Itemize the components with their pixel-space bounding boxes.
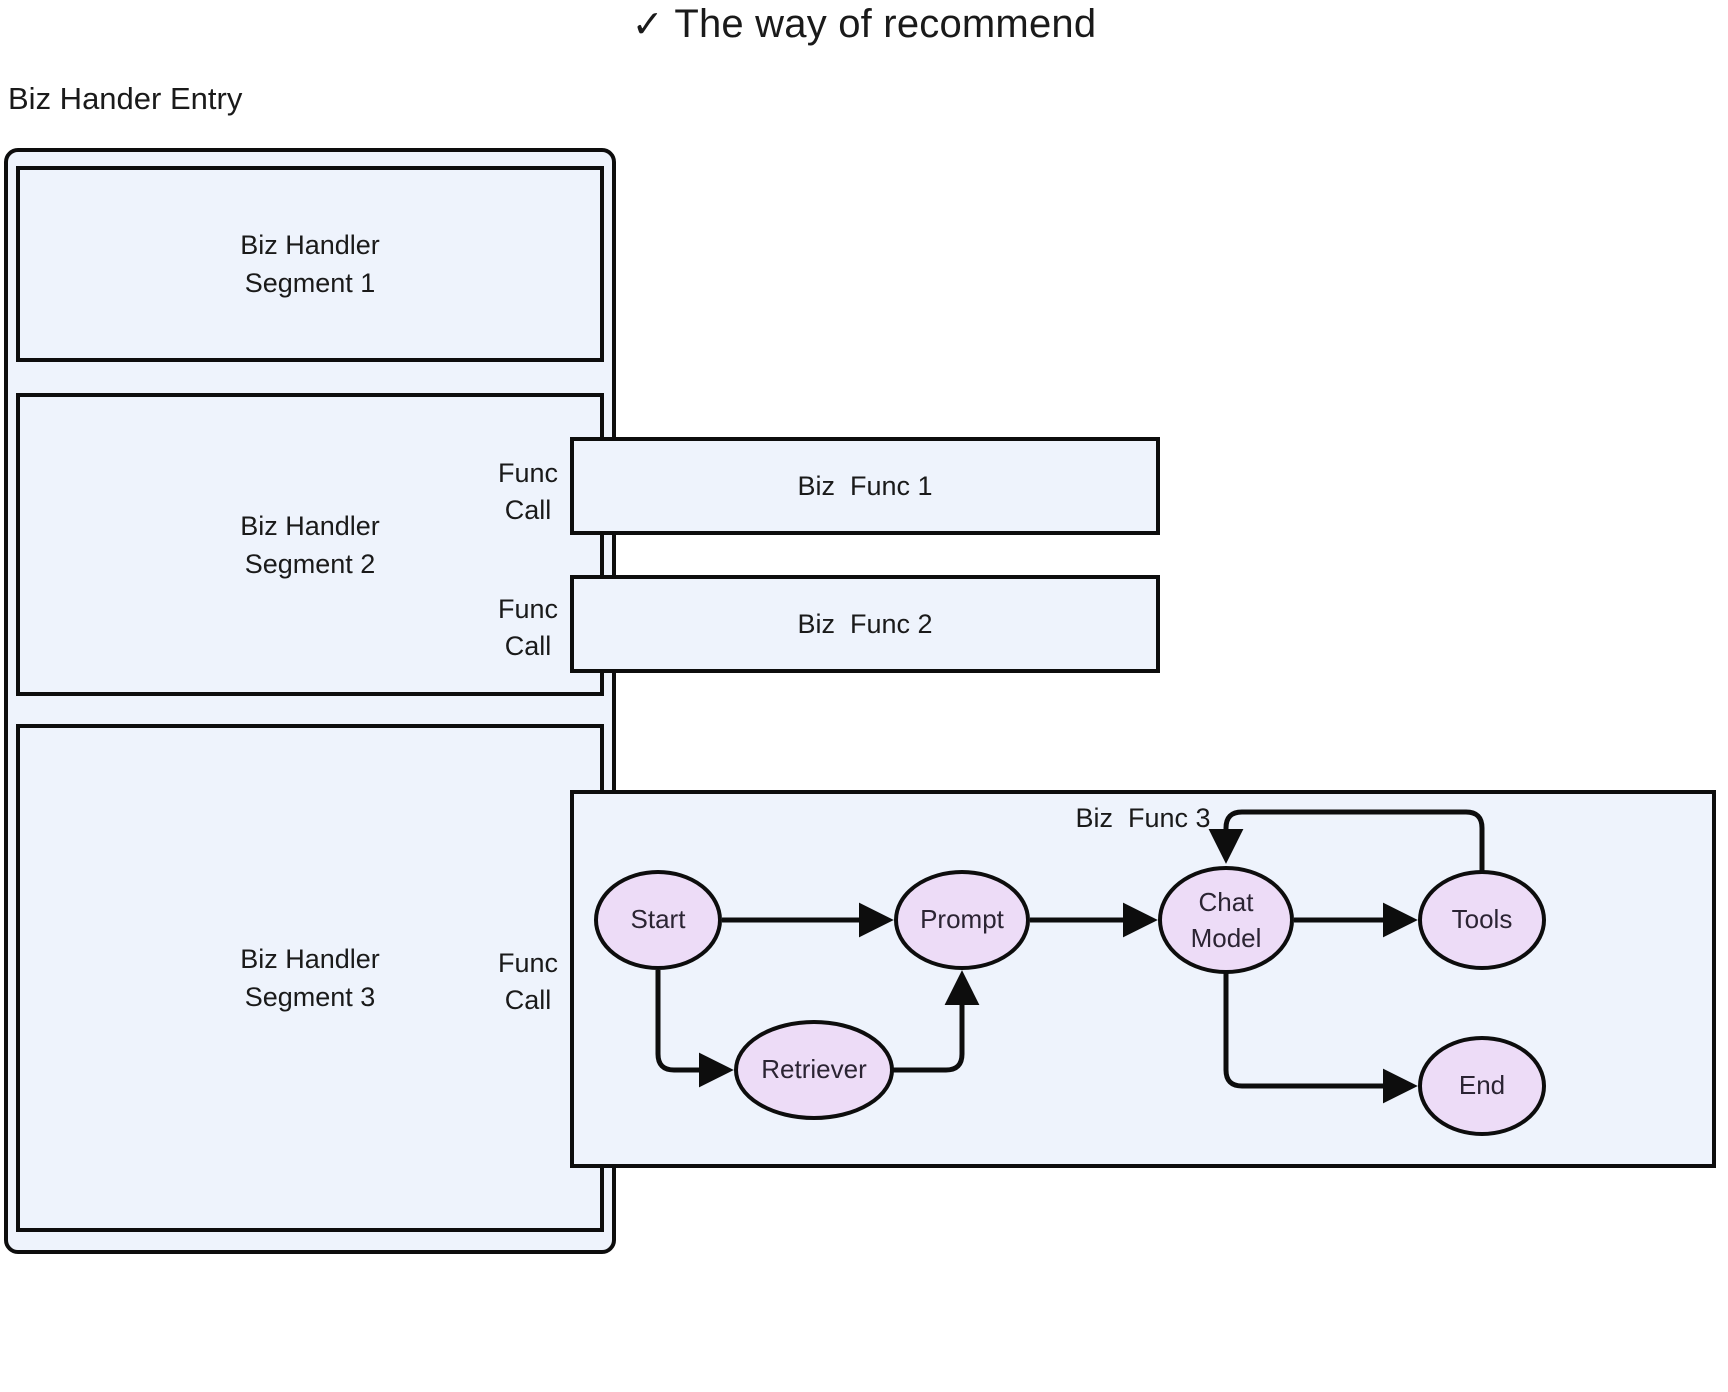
biz-handler-segment-1[interactable]: Biz Handler Segment 1	[16, 166, 604, 362]
flow-node-start-label: Start	[631, 904, 687, 934]
flow-node-tools-label: Tools	[1452, 904, 1513, 934]
edge-retriever-to-prompt	[892, 970, 980, 1073]
flow-node-retriever[interactable]: Retriever	[734, 1020, 894, 1120]
func-call-label-2: Func Call	[497, 594, 559, 661]
flow-node-end-label: End	[1459, 1070, 1505, 1100]
flow-node-retriever-label: Retriever	[761, 1054, 867, 1084]
flow-node-prompt-label: Prompt	[920, 904, 1005, 934]
edge-tools-to-chat-model-loop	[1208, 809, 1485, 872]
flow-node-tools[interactable]: Tools	[1418, 870, 1546, 970]
biz-func-3-label: Biz Func 3	[1075, 803, 1211, 833]
flow-node-chat-model-label-line2: Model	[1191, 923, 1262, 953]
page-title: ✓ The way of recommend	[0, 0, 1728, 49]
biz-func-1-box[interactable]: Biz Func 1	[570, 437, 1160, 535]
biz-func-3-flow-graph: Start Retriever Prompt Chat Model Tools …	[594, 809, 1546, 1136]
flow-edges	[655, 809, 1485, 1104]
page-title-text: The way of recommend	[674, 2, 1097, 46]
edge-chat-model-to-end	[1223, 972, 1418, 1104]
biz-hander-entry-label: Biz Hander Entry	[8, 81, 243, 116]
flow-node-end[interactable]: End	[1418, 1036, 1546, 1136]
flow-node-chat-model-label-line1: Chat	[1199, 887, 1255, 917]
func-call-label-3: Func Call	[497, 948, 559, 1015]
flow-node-chat-model[interactable]: Chat Model	[1158, 866, 1294, 974]
func-call-label-1: Func Call	[497, 458, 559, 525]
check-icon: ✓	[631, 4, 664, 46]
biz-handler-segment-2[interactable]: Biz Handler Segment 2	[16, 393, 604, 696]
flow-node-prompt[interactable]: Prompt	[894, 870, 1030, 970]
flow-node-start[interactable]: Start	[594, 870, 722, 970]
biz-func-2-box[interactable]: Biz Func 2	[570, 575, 1160, 673]
edge-start-to-retriever	[655, 970, 734, 1088]
